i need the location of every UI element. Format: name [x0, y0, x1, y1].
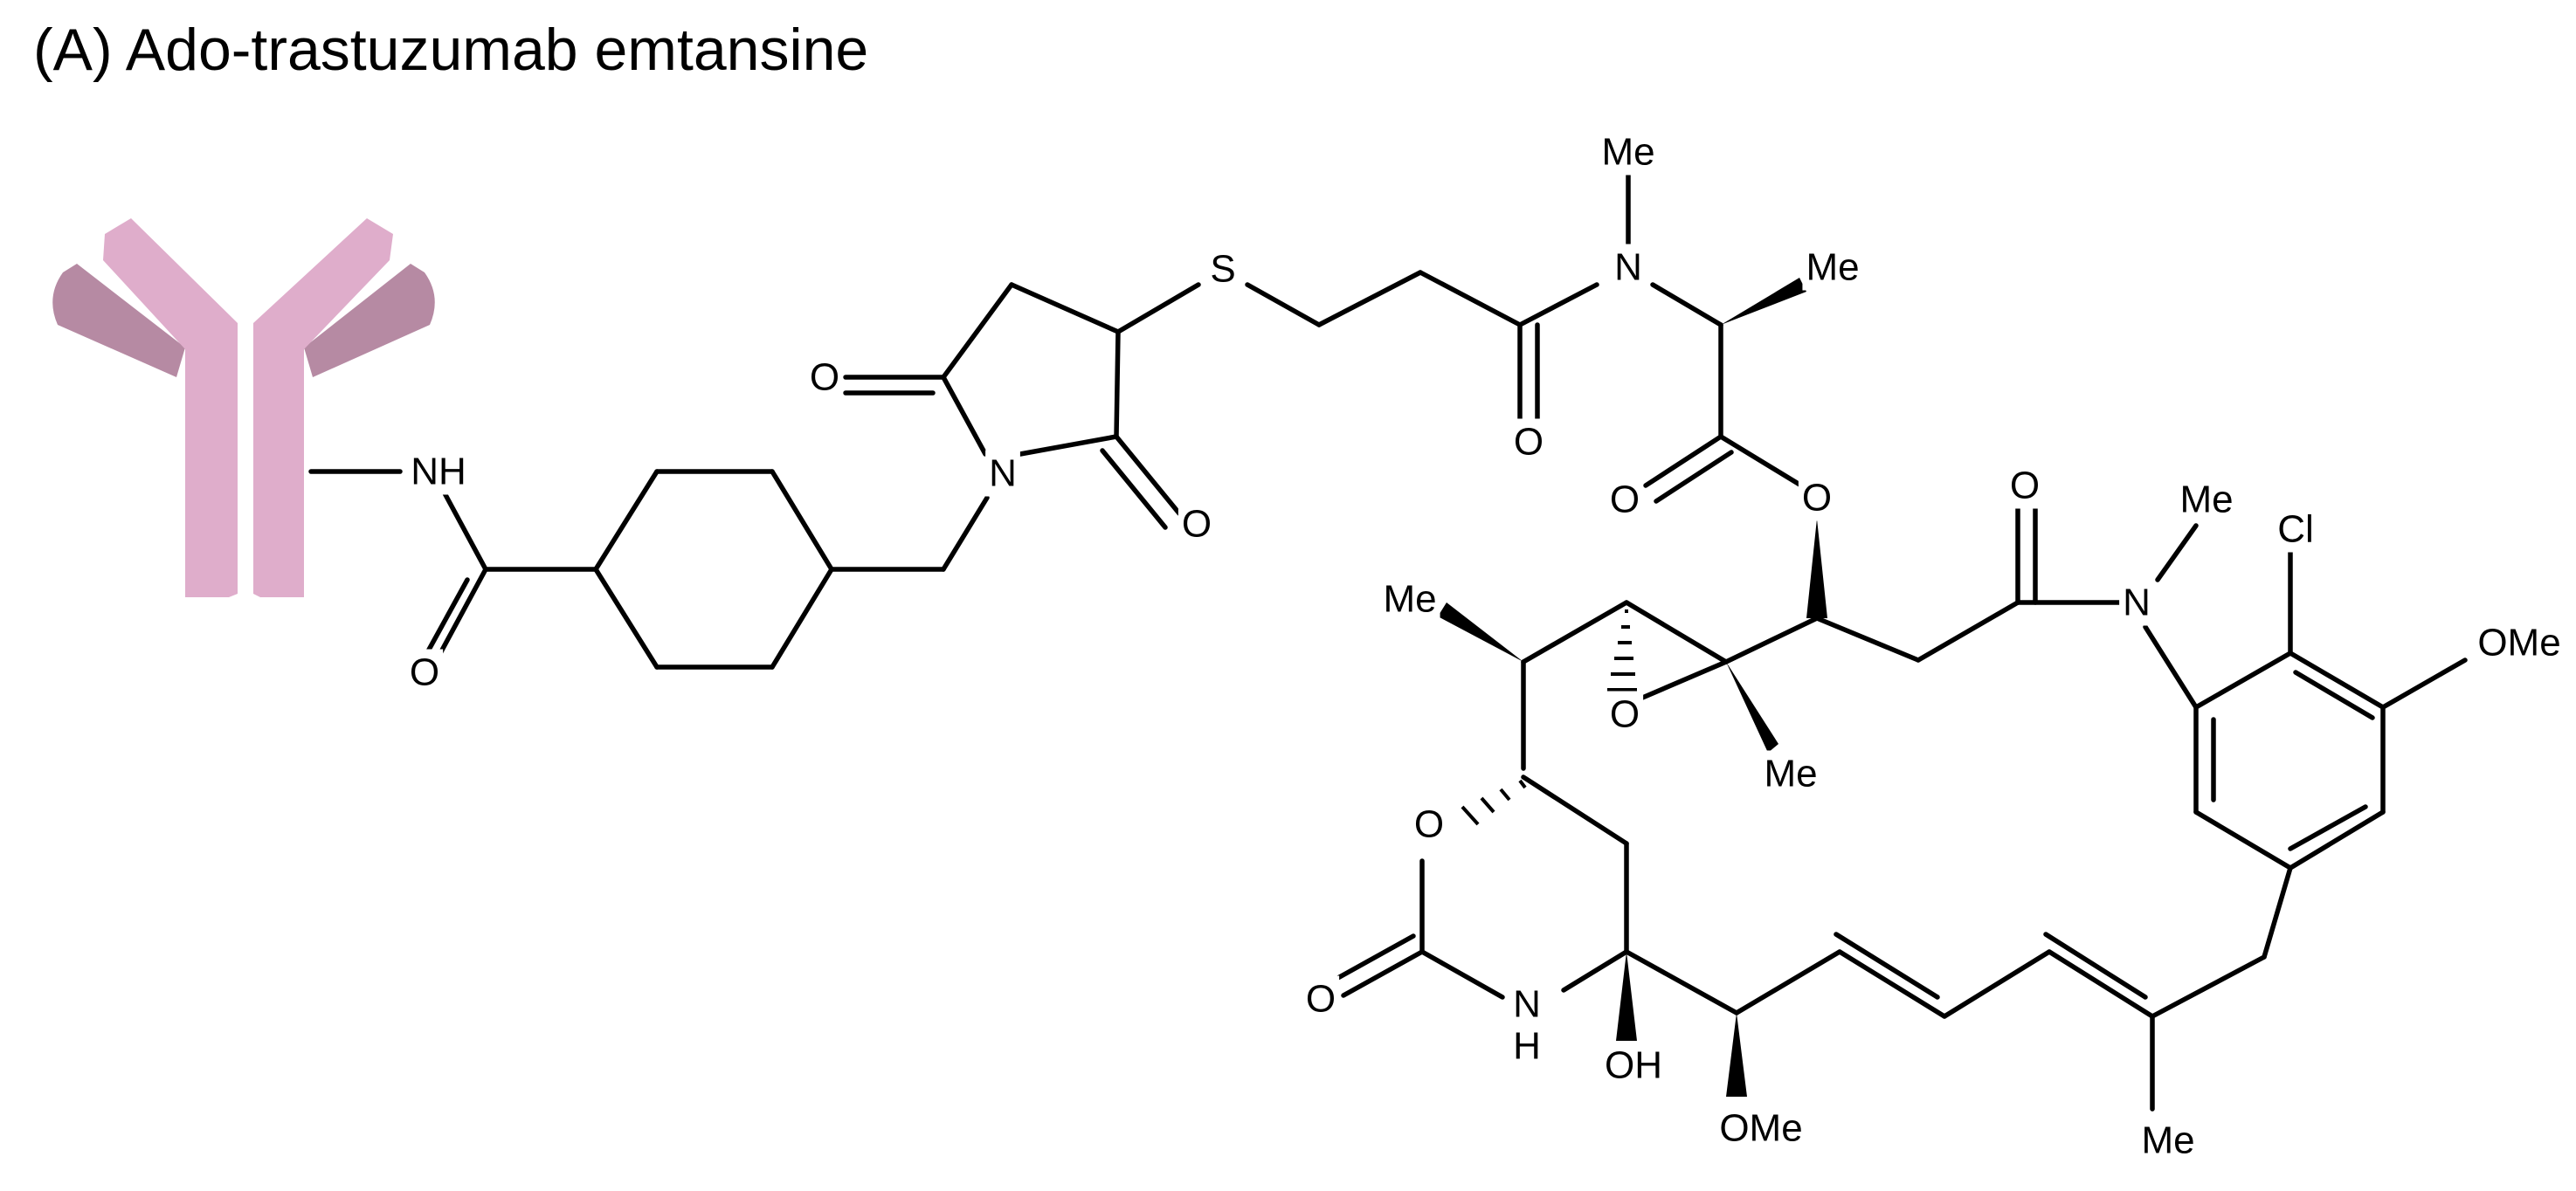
label-backdrop — [1798, 474, 1836, 521]
succinimide-ring — [843, 282, 1182, 530]
atom-carbamate-o: O — [1414, 803, 1444, 846]
wedge-bond-ester — [1806, 519, 1827, 618]
hashed-bond-carbamate — [1461, 779, 1527, 826]
label-backdrop — [1606, 691, 1644, 738]
wedge-bond-alanine-me — [1721, 278, 1806, 325]
label-backdrop — [2474, 619, 2565, 666]
label-backdrop — [1716, 1105, 1806, 1152]
aromatic-ring — [2193, 549, 2468, 960]
macrocycle-lower — [1332, 774, 2267, 1112]
atom-n-methyl-n: N — [1614, 246, 1642, 289]
atom-ester-o: O — [1802, 477, 1832, 520]
label-backdrop — [1509, 1022, 1544, 1070]
atom-imide-n: N — [989, 452, 1017, 495]
label-backdrop — [1509, 418, 1548, 465]
label-backdrop — [2137, 1117, 2199, 1164]
atom-lactam-o: O — [2010, 465, 2040, 507]
atom-amide-o: O — [410, 651, 439, 694]
label-backdrop — [1302, 975, 1340, 1022]
atom-carbamate-carbonyl-o: O — [1306, 978, 1336, 1021]
atom-nh: NH — [411, 451, 466, 493]
wedge-bond-epoxide-me — [1726, 662, 1778, 753]
figure-title: (A) Ado-trastuzumab emtansine — [33, 17, 869, 83]
label-backdrop — [1598, 128, 1659, 176]
atom-n-methyl-me: Me — [1601, 131, 1654, 174]
antibody-icon — [52, 218, 435, 597]
atom-diene-me: Me — [2141, 1119, 2194, 1162]
atom-imide-o-left: O — [810, 356, 839, 399]
atom-alanine-me: Me — [1806, 246, 1859, 289]
label-backdrop — [1802, 244, 1863, 291]
antibody-right-light-chain — [304, 264, 435, 377]
wedge-bond-ome — [1726, 1013, 1747, 1097]
label-backdrop — [2006, 462, 2044, 509]
atom-amide2-o: O — [1514, 421, 1544, 464]
label-backdrop — [405, 649, 444, 696]
label-backdrop — [1606, 476, 1644, 523]
label-backdrop — [1760, 750, 1821, 797]
label-backdrop — [2274, 506, 2317, 553]
label-backdrop — [407, 448, 470, 495]
atom-lactam-n-me: Me — [2179, 478, 2233, 521]
thioether-chain — [1115, 169, 1806, 504]
atom-carbamate-n: N — [1513, 983, 1541, 1026]
antibody-left-light-chain — [52, 264, 186, 377]
label-backdrop — [1509, 981, 1544, 1028]
atom-carbamate-h: H — [1513, 1025, 1541, 1068]
antibody-left-heavy-chain — [103, 218, 238, 597]
label-backdrop — [1410, 801, 1448, 848]
atom-chloro: Cl — [2277, 508, 2314, 551]
atom-aryl-ome: OMe — [2477, 622, 2560, 664]
label-backdrop — [1178, 500, 1216, 547]
atom-labels: NH O O N O S O N Me Me O O O N Me Cl OMe… — [405, 128, 2565, 1164]
atom-epoxide-o: O — [1610, 693, 1640, 736]
atom-hydroxyl: OH — [1605, 1044, 1662, 1087]
label-backdrop — [2176, 476, 2237, 523]
label-backdrop — [1601, 1042, 1666, 1089]
atom-lactam-n: N — [2123, 582, 2151, 624]
macrocycle-upper — [1438, 504, 2199, 771]
antibody-right-heavy-chain — [253, 218, 393, 597]
atom-ring-me: Me — [1383, 578, 1436, 621]
atom-ome-bottom: OMe — [1719, 1107, 1802, 1150]
label-backdrop — [805, 354, 844, 401]
linker-bonds — [308, 469, 990, 670]
wedge-bond-top-me — [1438, 602, 1523, 662]
label-backdrop — [985, 450, 1020, 497]
label-backdrop — [2119, 579, 2154, 626]
atom-ester-carbonyl-o: O — [1610, 478, 1640, 521]
wedge-bond-oh — [1616, 952, 1637, 1041]
label-backdrop — [1206, 245, 1240, 293]
hashed-bond-epoxide-left — [1607, 609, 1637, 692]
label-backdrop — [1611, 244, 1646, 291]
atom-imide-o-right: O — [1182, 503, 1212, 546]
label-backdrop — [1379, 575, 1440, 623]
atom-sulfur: S — [1210, 248, 1235, 291]
atom-epoxide-me: Me — [1764, 753, 1817, 795]
